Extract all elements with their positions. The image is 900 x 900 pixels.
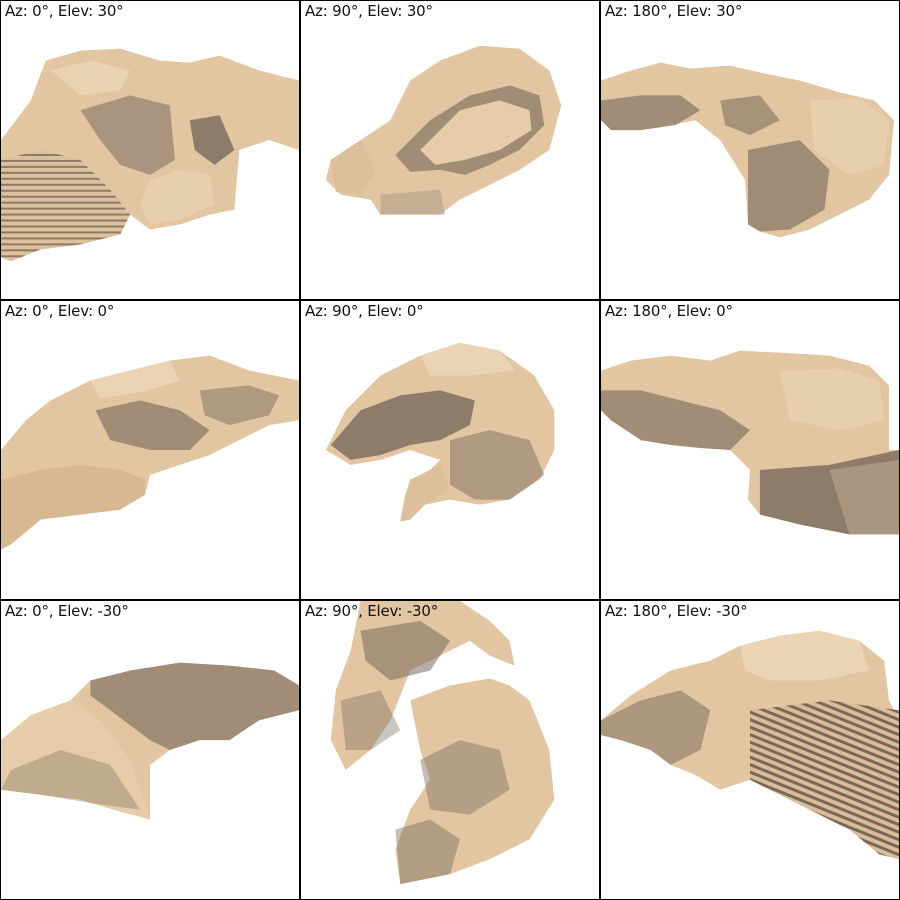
voxel-render — [1, 662, 299, 820]
view-panel-az90-elev30: Az: 90°, Elev: 30° — [300, 0, 600, 300]
view-panel-az0-elev0: Az: 0°, Elev: 0° — [0, 300, 300, 600]
voxel-render — [325, 342, 555, 522]
view-label: Az: 90°, Elev: 0° — [305, 302, 424, 320]
view-label: Az: 180°, Elev: -30° — [605, 602, 748, 620]
voxel-render — [1, 355, 299, 550]
view-panel-az180-elev-30: Az: 180°, Elev: -30° — [600, 600, 900, 900]
view-panel-az0-elev-30: Az: 0°, Elev: -30° — [0, 600, 300, 900]
view-label: Az: 90°, Elev: -30° — [305, 602, 439, 620]
view-label: Az: 180°, Elev: 30° — [605, 2, 743, 20]
view-label: Az: 0°, Elev: 30° — [5, 2, 124, 20]
view-label: Az: 0°, Elev: 0° — [5, 302, 115, 320]
view-label: Az: 0°, Elev: -30° — [5, 602, 129, 620]
view-panel-az90-elev-30: Az: 90°, Elev: -30° — [300, 600, 600, 900]
voxel-render — [601, 350, 899, 535]
voxel-render — [601, 62, 895, 238]
voxel-render — [1, 48, 299, 262]
view-panel-az90-elev0: Az: 90°, Elev: 0° — [300, 300, 600, 600]
voxel-render — [601, 630, 899, 860]
view-panel-az180-elev30: Az: 180°, Elev: 30° — [600, 0, 900, 300]
voxel-render — [325, 45, 562, 215]
voxel-render — [330, 601, 555, 885]
view-panel-az0-elev30: Az: 0°, Elev: 30° — [0, 0, 300, 300]
view-label: Az: 90°, Elev: 30° — [305, 2, 433, 20]
view-label: Az: 180°, Elev: 0° — [605, 302, 733, 320]
view-panel-az180-elev0: Az: 180°, Elev: 0° — [600, 300, 900, 600]
